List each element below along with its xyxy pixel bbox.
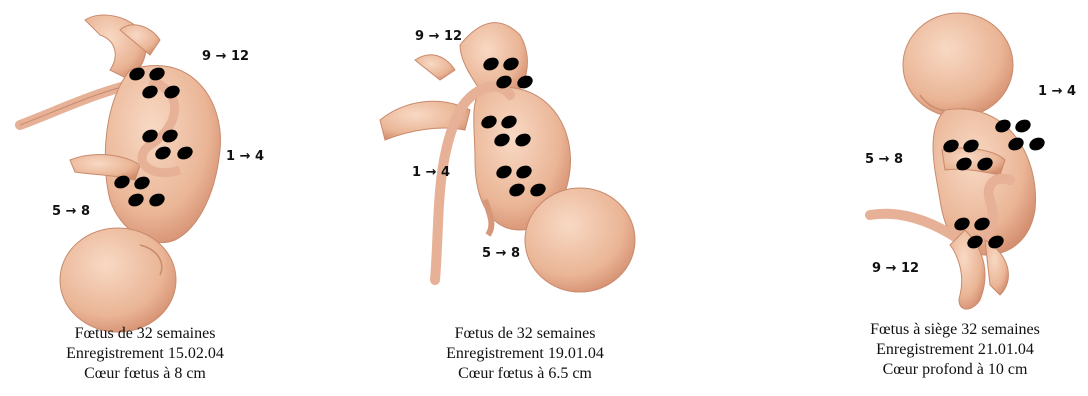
label-9-12: 9 → 12: [415, 29, 462, 44]
label-5-8: 5 → 8: [865, 152, 903, 167]
label-1-4: 1 → 4: [1038, 84, 1076, 99]
panel-caption: Fœtus de 32 semaines Enregistrement 15.0…: [0, 324, 290, 384]
label-5-8: 5 → 8: [482, 246, 520, 261]
label-9-12: 9 → 12: [202, 49, 249, 64]
label-9-12: 9 → 12: [872, 261, 919, 276]
fetus-panel-2: 9 → 12 1 → 4 5 → 8 Fœtus de 32 semaines …: [360, 0, 720, 396]
fetus-panel-1: 9 → 12 1 → 4 5 → 8 Fœtus de 32 semaines …: [0, 0, 360, 396]
panel-caption: Fœtus à siège 32 semaines Enregistrement…: [830, 320, 1080, 380]
panel-caption: Fœtus de 32 semaines Enregistrement 19.0…: [375, 324, 675, 384]
label-1-4: 1 → 4: [226, 149, 264, 164]
label-5-8: 5 → 8: [52, 204, 90, 219]
label-1-4: 1 → 4: [412, 165, 450, 180]
fetus-panel-3: 1 → 4 5 → 8 9 → 12 Fœtus à siège 32 sema…: [720, 0, 1088, 396]
